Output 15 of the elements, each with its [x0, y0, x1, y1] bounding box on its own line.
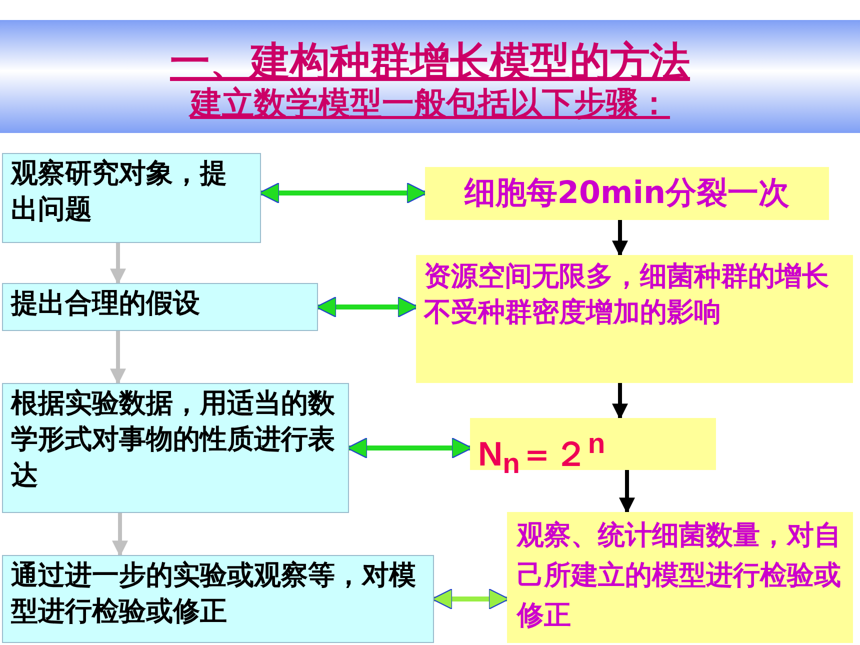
arrow [619, 470, 635, 514]
subtitle: 建立数学模型一般包括以下步骤： [188, 83, 671, 124]
step-box: 提出合理的假设 [2, 283, 318, 331]
step-box: 通过进一步的实验或观察等，对模型进行检验或修正 [2, 555, 434, 643]
arrow [110, 331, 126, 385]
arrow [612, 220, 628, 257]
arrow [612, 383, 628, 420]
step-box: 观察、统计细菌数量，对自己所建立的模型进行检验或修正 [507, 512, 853, 643]
arrow [112, 513, 128, 557]
title: 一、建构种群增长模型的方法 [169, 38, 691, 86]
step-box: 资源空间无限多，细菌种群的增长不受种群密度增加的影响 [416, 255, 853, 383]
step-box: 细胞每20min分裂一次 [425, 167, 829, 220]
arrow [110, 243, 126, 285]
step-box: 观察研究对象，提出问题 [2, 153, 261, 243]
step-box: 根据实验数据，用适当的数学形式对事物的性质进行表达 [2, 383, 349, 513]
